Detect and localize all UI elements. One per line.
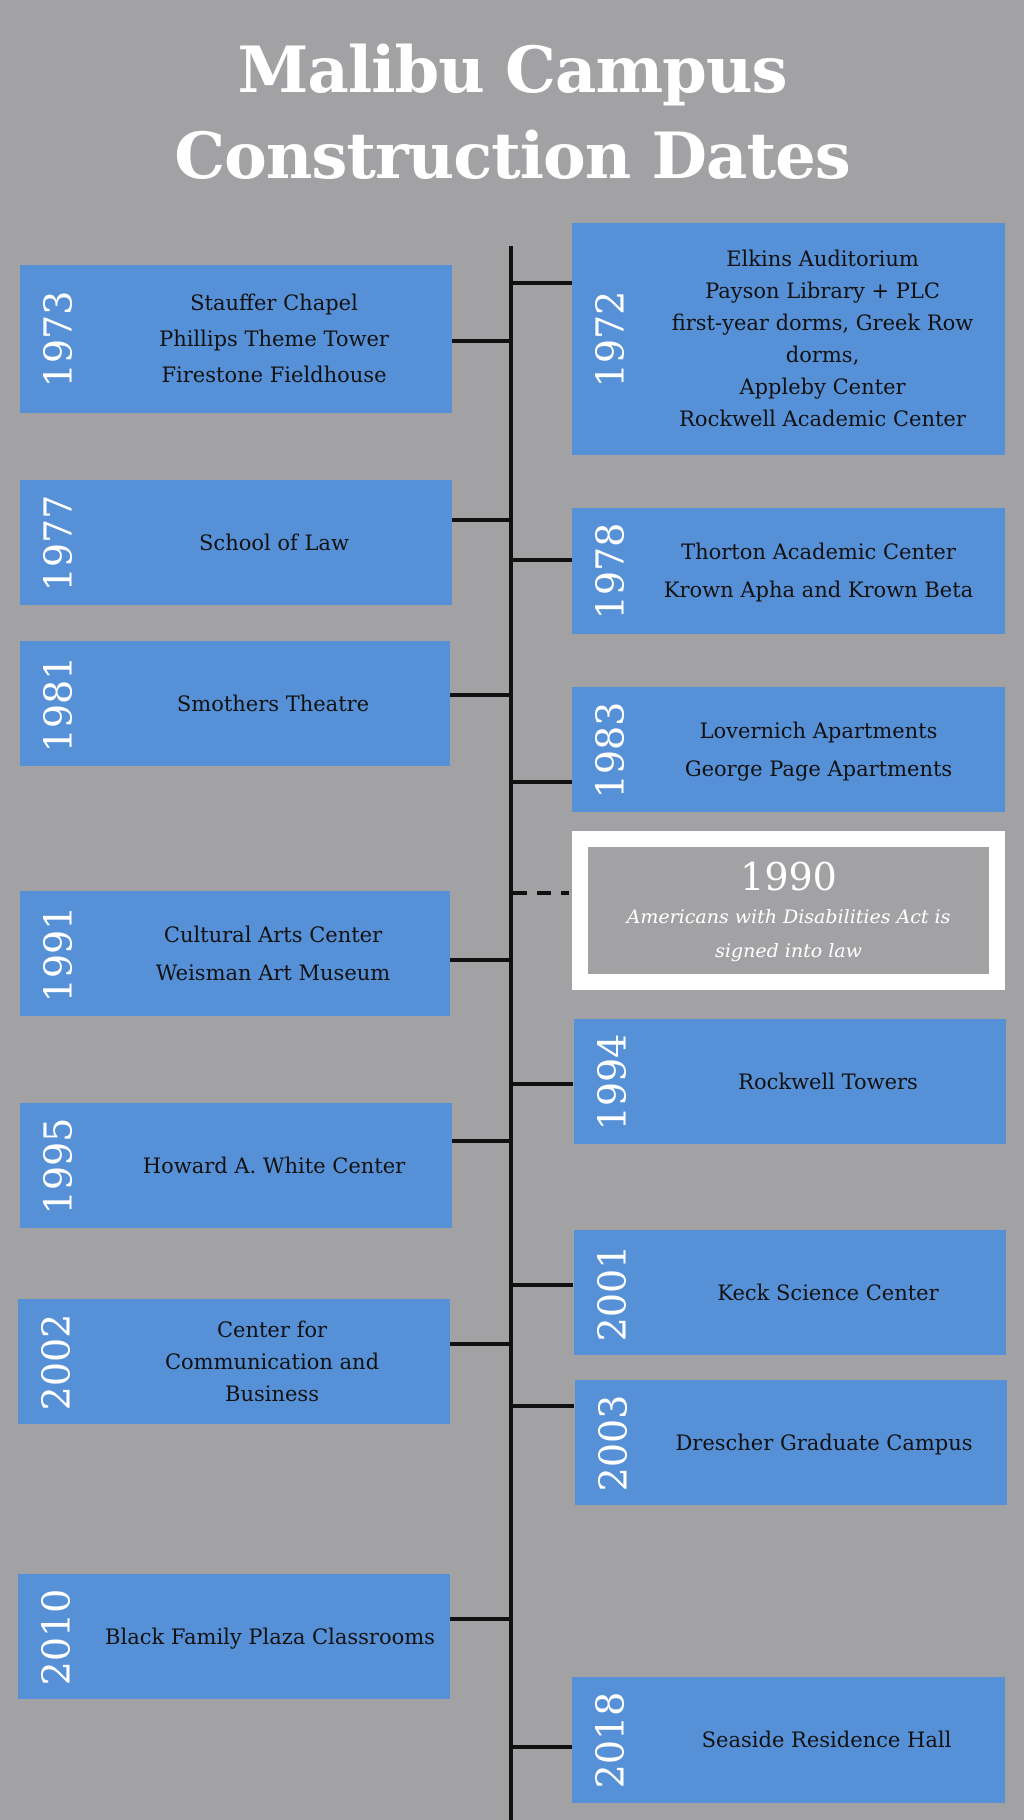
- building-name: George Page Apartments: [684, 756, 953, 781]
- card-text: Elkins Auditorium Payson Library + PLC f…: [648, 223, 1005, 455]
- building-name: Keck Science Center: [717, 1280, 939, 1305]
- event-card-1990: 1990 Americans with Disabilities Act is …: [572, 831, 1005, 990]
- building-name: Krown Apha and Krown Beta: [663, 578, 974, 602]
- card-text: School of Law: [96, 480, 452, 605]
- year-label: 2003: [591, 1394, 635, 1491]
- timeline-spine: [509, 246, 513, 1820]
- year-label: 2001: [590, 1244, 634, 1341]
- card-text: Thorton Academic Center Krown Apha and K…: [632, 508, 1005, 634]
- building-name: Smothers Theatre: [176, 691, 370, 716]
- connector-1991: [450, 958, 509, 962]
- building-name: Stauffer Chapel: [190, 291, 358, 315]
- card-text: Howard A. White Center: [96, 1103, 452, 1228]
- connector-2018: [513, 1745, 572, 1749]
- building-name: Cultural Arts Center: [163, 922, 383, 947]
- timeline-card-1983: 1983 Lovernich Apartments George Page Ap…: [572, 687, 1005, 812]
- card-text: Lovernich Apartments George Page Apartme…: [632, 687, 1005, 812]
- connector-1994: [513, 1082, 573, 1086]
- year-label: 1991: [36, 905, 80, 1002]
- building-name: dorms,: [785, 343, 860, 367]
- connector-1972: [513, 281, 572, 285]
- timeline-card-1977: 1977 School of Law: [20, 480, 452, 605]
- timeline-card-1978: 1978 Thorton Academic Center Krown Apha …: [572, 508, 1005, 634]
- event-description-line-2: signed into law: [715, 939, 862, 962]
- building-name: Payson Library + PLC: [705, 279, 940, 303]
- building-name: Seaside Residence Hall: [701, 1728, 952, 1752]
- connector-2010: [450, 1617, 509, 1621]
- title-line-2: Construction Dates: [174, 119, 851, 194]
- building-name: Lovernich Apartments: [699, 718, 938, 743]
- year-label: 1994: [590, 1033, 634, 1130]
- card-text: Rockwell Towers: [650, 1019, 1006, 1144]
- timeline-card-1994: 1994 Rockwell Towers: [574, 1019, 1006, 1144]
- timeline-card-1981: 1981 Smothers Theatre: [20, 641, 450, 766]
- year-label: 1972: [588, 290, 632, 388]
- timeline-card-2002: 2002 Center for Communication and Busine…: [18, 1299, 450, 1424]
- card-text: Center for Communication and Business: [94, 1299, 450, 1424]
- timeline-card-2003: 2003 Drescher Graduate Campus: [575, 1380, 1007, 1505]
- card-text: Smothers Theatre: [96, 641, 450, 766]
- timeline-card-1972: 1972 Elkins Auditorium Payson Library + …: [572, 223, 1005, 455]
- building-name: Drescher Graduate Campus: [675, 1430, 973, 1455]
- timeline-card-2018: 2018 Seaside Residence Hall: [572, 1677, 1005, 1803]
- connector-2002: [450, 1342, 509, 1346]
- timeline-card-2010: 2010 Black Family Plaza Classrooms: [18, 1574, 450, 1699]
- timeline-card-2001: 2001 Keck Science Center: [574, 1230, 1006, 1355]
- connector-1973: [452, 339, 509, 343]
- connector-1995: [452, 1139, 509, 1143]
- year-label: 1981: [36, 655, 80, 752]
- year-label: 2018: [588, 1691, 632, 1789]
- year-label: 2002: [34, 1313, 78, 1410]
- year-label: 1977: [36, 494, 80, 591]
- building-name: Business: [225, 1381, 319, 1406]
- card-text: Keck Science Center: [650, 1230, 1006, 1355]
- timeline-card-1991: 1991 Cultural Arts Center Weisman Art Mu…: [20, 891, 450, 1016]
- building-name: Rockwell Academic Center: [679, 407, 966, 431]
- year-label: 1973: [36, 290, 80, 388]
- card-text: Cultural Arts Center Weisman Art Museum: [96, 891, 450, 1016]
- building-name: Communication and: [164, 1349, 380, 1374]
- building-name: Center for: [216, 1317, 328, 1342]
- timeline-card-1973: 1973 Stauffer Chapel Phillips Theme Towe…: [20, 265, 452, 413]
- connector-1978: [513, 558, 572, 562]
- building-name: Elkins Auditorium: [726, 247, 919, 271]
- event-description-line-1: Americans with Disabilities Act is: [626, 905, 951, 928]
- card-text: Stauffer Chapel Phillips Theme Tower Fir…: [96, 265, 452, 413]
- building-name: Weisman Art Museum: [155, 960, 391, 985]
- building-name: Firestone Fieldhouse: [161, 363, 387, 387]
- connector-1981: [450, 693, 509, 697]
- page-title: Malibu Campus Construction Dates: [0, 28, 1024, 200]
- event-card-inner: 1990 Americans with Disabilities Act is …: [588, 847, 989, 974]
- connector-2001: [513, 1283, 573, 1287]
- building-name: Phillips Theme Tower: [159, 327, 389, 351]
- year-label: 2010: [34, 1588, 78, 1685]
- building-name: Rockwell Towers: [738, 1069, 918, 1094]
- year-label: 1995: [36, 1117, 80, 1214]
- card-text: Black Family Plaza Classrooms: [90, 1574, 450, 1699]
- connector-1990-dashed: [513, 891, 569, 895]
- building-name: School of Law: [199, 530, 349, 555]
- building-name: Appleby Center: [739, 375, 906, 399]
- connector-1983: [513, 780, 572, 784]
- connector-1977: [452, 518, 509, 522]
- title-line-1: Malibu Campus: [237, 33, 788, 108]
- connector-2003: [513, 1404, 574, 1408]
- building-name: Howard A. White Center: [142, 1153, 406, 1178]
- building-name: Thorton Academic Center: [681, 540, 956, 564]
- timeline-card-1995: 1995 Howard A. White Center: [20, 1103, 452, 1228]
- building-name: first-year dorms, Greek Row: [671, 311, 974, 335]
- building-name: Black Family Plaza Classrooms: [105, 1624, 435, 1649]
- card-text: Drescher Graduate Campus: [641, 1380, 1007, 1505]
- event-year: 1990: [740, 854, 837, 899]
- card-text: Seaside Residence Hall: [648, 1677, 1005, 1803]
